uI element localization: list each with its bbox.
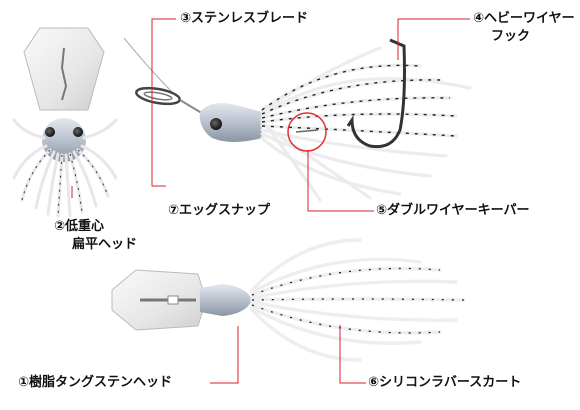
egg-snap-shape [135, 86, 181, 106]
leader-lines [71, 18, 470, 384]
label-keeper: ⑤ダブルワイヤーキーパー [376, 203, 530, 218]
label-hook: ④ヘビーワイヤー [473, 11, 575, 26]
front-view-lure [12, 27, 118, 218]
leader-tungsten [210, 326, 239, 384]
keeper-highlight-circle [287, 112, 327, 152]
label-skirt: ⑥シリコンラバースカート [368, 375, 522, 390]
label-head-line2: 扁平ヘッド [72, 237, 138, 252]
label-tungsten: ①樹脂タングステンヘッド [18, 375, 173, 390]
leader-keeper [307, 150, 374, 212]
leader-blade-snap [151, 18, 176, 187]
side-view-lure [123, 37, 472, 202]
leader-skirt [339, 325, 366, 384]
label-hook-line2: フック [491, 29, 531, 44]
top-view-lure [111, 238, 466, 362]
label-blade: ③ステンレスブレード [180, 11, 309, 26]
label-head: ②低重心 [54, 219, 105, 234]
leader-hook [397, 18, 470, 60]
label-snap: ⑦エッグスナップ [168, 203, 271, 218]
